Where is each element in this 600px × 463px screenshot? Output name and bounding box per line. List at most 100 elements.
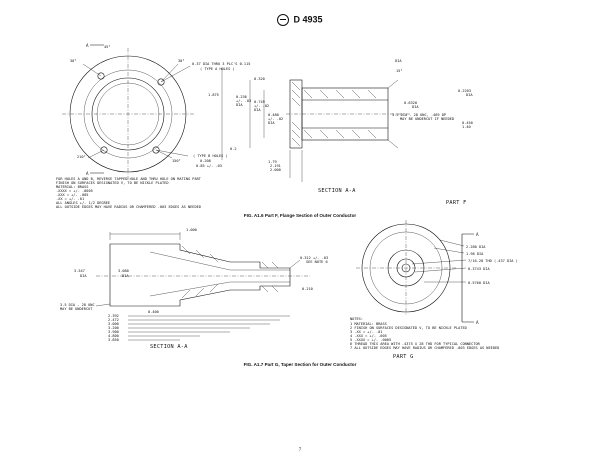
svg-text:0.2203: 0.2203 [458, 89, 471, 93]
svg-text:MAY BE UNDERCUT IF NEEDED: MAY BE UNDERCUT IF NEEDED [400, 117, 454, 121]
svg-text:NOTES:: NOTES: [350, 317, 363, 321]
svg-text:3 .XX = +/- .01: 3 .XX = +/- .01 [350, 330, 382, 334]
svg-text:2.280 DIA: 2.280 DIA [466, 245, 486, 249]
svg-text:0.5760 DIA: 0.5760 DIA [468, 281, 490, 285]
svg-text:1.875: 1.875 [208, 93, 219, 97]
svg-text:7/16-28 THD (.437 DIA ): 7/16-28 THD (.437 DIA ) [468, 259, 518, 263]
svg-text:ALL OUTSIDE EDGES MAY HAVE RAD: ALL OUTSIDE EDGES MAY HAVE RADIUS OR CHA… [56, 205, 201, 209]
section-arrow-label: A [86, 171, 89, 176]
svg-text:1.000: 1.000 [186, 228, 197, 232]
svg-text:DIA: DIA [466, 93, 473, 97]
svg-text:MATERIAL: BRASS: MATERIAL: BRASS [56, 185, 88, 189]
svg-text:0.208: 0.208 [200, 159, 211, 163]
document-header: D 4935 [0, 14, 600, 26]
taper-notes: NOTES: 1 MATERIAL: BRASS 2 FINISH ON SUR… [350, 317, 499, 350]
svg-text:150°: 150° [172, 159, 181, 163]
flange-notes: FOR HOLES A AND B, REVERSE TAPPED HOLE A… [56, 177, 202, 209]
svg-text:4 .XXX = +/- .005: 4 .XXX = +/- .005 [350, 334, 387, 338]
svg-text:6 THREAD THIS AREA WITH .4375: 6 THREAD THIS AREA WITH .4375 X 28 THD F… [350, 342, 481, 346]
taper-end-view: A A 2.280 DIA 1.98 DIA 7/16-28 THD (.437… [356, 220, 518, 325]
svg-text:+/- .03: +/- .03 [236, 99, 251, 103]
svg-text:4.800: 4.800 [108, 334, 119, 338]
length-stack: 2.392 2.472 3.000 3.200 3.900 4.800 3.85… [108, 314, 290, 342]
svg-text:2.000: 2.000 [270, 168, 281, 172]
svg-text:30°: 30° [70, 59, 77, 63]
part-label: PART F [446, 200, 467, 206]
svg-text:2.392: 2.392 [108, 314, 119, 318]
flange-front-view: A A 45° 30° 30° 210° 150° 15° 0.37 DIA T… [62, 43, 403, 180]
svg-text:3.5 DIA - 28 UNC: 3.5 DIA - 28 UNC [60, 303, 95, 307]
svg-text:.XXX = +/- .005: .XXX = +/- .005 [56, 193, 88, 197]
svg-text:SEE NOTE 6: SEE NOTE 6 [306, 260, 328, 264]
svg-text:+/- .02: +/- .02 [254, 104, 269, 108]
svg-text:MAY BE UNDERCUT: MAY BE UNDERCUT [60, 307, 93, 311]
svg-text:0.320: 0.320 [254, 77, 265, 81]
svg-text:0.210: 0.210 [302, 287, 313, 291]
svg-text:DIA: DIA [268, 121, 275, 125]
svg-text:210°: 210° [77, 155, 86, 159]
svg-text:2.191: 2.191 [270, 164, 281, 168]
section-label: SECTION A-A [318, 188, 356, 194]
svg-text:1 MATERIAL: BRASS: 1 MATERIAL: BRASS [350, 322, 387, 326]
svg-text:0.236: 0.236 [236, 95, 247, 99]
svg-text:3.900: 3.900 [108, 330, 119, 334]
svg-text:0.2: 0.2 [230, 147, 237, 151]
section-label: SECTION A-A [150, 344, 188, 350]
svg-text:DIA: DIA [122, 274, 129, 278]
hole-b [152, 146, 160, 154]
figure-caption: FIG. A1.7 Part G, Taper Section for Oute… [244, 362, 357, 367]
hole-b [100, 146, 108, 154]
page-number: 7 [298, 448, 302, 453]
svg-text:3.850: 3.850 [108, 338, 119, 342]
svg-text:3.547: 3.547 [74, 269, 85, 273]
svg-text:0.85 +/- .03: 0.85 +/- .03 [196, 164, 222, 168]
svg-text:FOR HOLES A AND B, REVERSE TAP: FOR HOLES A AND B, REVERSE TAPPED HOLE A… [56, 177, 202, 181]
svg-text:1.79: 1.79 [268, 160, 277, 164]
svg-text:0.480: 0.480 [268, 113, 279, 117]
svg-text:3.5 DIA - 28 UNC, .469 DP: 3.5 DIA - 28 UNC, .469 DP [392, 113, 446, 117]
svg-text:A: A [476, 232, 479, 237]
svg-text:0.312 +/- .03: 0.312 +/- .03 [300, 256, 328, 260]
designation: D 4935 [293, 14, 323, 25]
hole-a [157, 78, 165, 86]
svg-text:3.200: 3.200 [108, 326, 119, 330]
figure-caption: FIG. A1.6 Part F, Flange Section of Oute… [244, 213, 357, 218]
svg-text:ALL ANGLES +/- 1/2 DEGREE: ALL ANGLES +/- 1/2 DEGREE [56, 201, 110, 205]
svg-text:0.6320: 0.6320 [404, 101, 417, 105]
svg-text:DIA: DIA [80, 274, 87, 278]
svg-text:3.000: 3.000 [108, 322, 119, 326]
svg-text:A: A [476, 320, 479, 325]
svg-text:0.400: 0.400 [148, 310, 159, 314]
svg-text:( TYPE B HOLES ): ( TYPE B HOLES ) [193, 154, 228, 158]
part-label: PART G [393, 354, 414, 360]
svg-text:DIA: DIA [236, 103, 243, 107]
section-arrow-label: A [86, 43, 89, 48]
svg-text:0.749: 0.749 [254, 100, 265, 104]
svg-text:( TYPE A HOLES ): ( TYPE A HOLES ) [200, 67, 235, 71]
svg-text:45°: 45° [104, 45, 111, 49]
svg-text:15°: 15° [396, 69, 403, 73]
svg-text:5 .XXXX = +/- .0005: 5 .XXXX = +/- .0005 [350, 338, 391, 342]
svg-text:DIA: DIA [395, 59, 402, 63]
svg-text:0.37 DIA THRU 3 PLC'S 0.115: 0.37 DIA THRU 3 PLC'S 0.115 [192, 62, 250, 66]
svg-text:+/- .02: +/- .02 [268, 117, 283, 121]
svg-text:0.450: 0.450 [462, 121, 473, 125]
svg-text:FINISH ON SURFACES DESIGNATED: FINISH ON SURFACES DESIGNATED V, TO BE N… [56, 181, 169, 185]
astm-logo-icon [277, 14, 290, 26]
hole-a [97, 72, 105, 80]
flange-section-view: 1.875 0.236 +/- .03 DIA 0.749 +/- .02 DI… [208, 59, 473, 206]
svg-text:2 FINISH ON SURFACES DESIGNAT: 2 FINISH ON SURFACES DESIGNATED V, TO BE… [350, 326, 467, 330]
svg-text:.XXXX = +/- .0005: .XXXX = +/- .0005 [56, 189, 93, 193]
svg-text:1.98 DIA: 1.98 DIA [466, 252, 484, 256]
svg-text:DIA: DIA [254, 108, 261, 112]
svg-text:.XX = +/- .01: .XX = +/- .01 [56, 197, 84, 201]
svg-text:7 ALL OUTSIDE EDGES MAY HAVE: 7 ALL OUTSIDE EDGES MAY HAVE RADIUS OR C… [350, 346, 499, 350]
svg-text:1.40: 1.40 [462, 125, 471, 129]
taper-section-view: 1.000 3.547 DIA 3.080 DIA 0.312 +/- .03 … [60, 228, 328, 350]
svg-text:30°: 30° [178, 59, 185, 63]
svg-text:2.472: 2.472 [108, 318, 119, 322]
svg-text:3.080: 3.080 [118, 269, 129, 273]
svg-text:DIA: DIA [412, 105, 419, 109]
svg-text:0.3743 DIA: 0.3743 DIA [468, 267, 490, 271]
